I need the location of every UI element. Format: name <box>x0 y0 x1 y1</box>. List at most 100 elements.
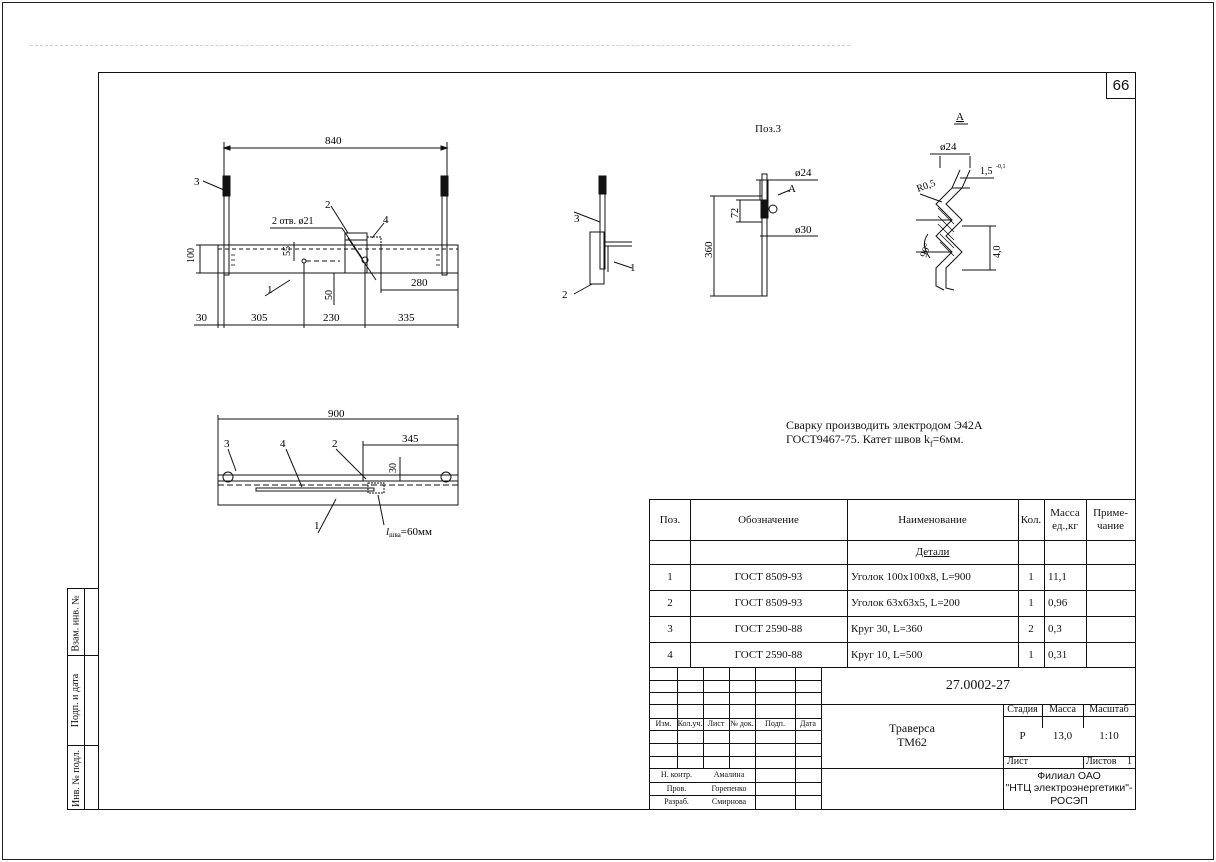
hdr-designation: Обозначение <box>738 513 799 526</box>
weld-sub: шва <box>389 531 402 539</box>
col-podp: Подп. <box>765 719 785 729</box>
note-line-1: Сварку производить электродом Э42А <box>786 418 983 432</box>
row-name: Уголок 63х63х5, L=200 <box>851 596 960 609</box>
front-pos-4: 4 <box>383 214 389 226</box>
detail-a-d24: ø24 <box>940 141 957 153</box>
pos3-d24: ø24 <box>795 167 812 179</box>
note-line-2: ГОСТ9467-75. Катет швов kf=6мм. <box>786 431 964 449</box>
org-line3: РОСЭП <box>1050 794 1088 807</box>
sheet-label: Лист <box>1007 756 1028 768</box>
pos3-title: Поз.3 <box>755 123 782 135</box>
detail-a: А ø24 1,5 -0,1 R0,5 90° 4,0 <box>915 111 1006 291</box>
side-stamp: Взам. инв. № Подп. и дата Инв. № подл. <box>67 588 99 810</box>
row-name: Круг 10, L=500 <box>851 648 923 661</box>
scale-label: Масштаб <box>1089 704 1129 716</box>
dim-50: 50 <box>324 290 335 300</box>
plan-pos-3: 3 <box>224 438 230 450</box>
scan-noise-line <box>30 45 850 46</box>
side-pos-3: 3 <box>574 213 580 225</box>
front-pos-1: 1 <box>267 284 273 296</box>
stamp-podp-data: Подп. и дата <box>70 673 82 727</box>
rod-right <box>441 184 448 276</box>
hole-mark <box>301 258 307 264</box>
col-list: Лист <box>707 719 725 729</box>
spec-table: Поз. Обозначение Наименование Кол. Масса… <box>649 499 1135 668</box>
row-pos: 4 <box>667 648 673 661</box>
doc-title-line1: Траверса <box>889 721 935 736</box>
hdr-qty: Кол. <box>1020 513 1042 526</box>
hdr-mass: Масса ед.,кг <box>1050 507 1080 532</box>
row-mass: 0,96 <box>1048 596 1068 609</box>
detail-a-tol: -0,1 <box>996 164 1006 170</box>
plan-flange <box>217 474 459 506</box>
sheet-number-box: 66 <box>1106 72 1135 99</box>
detail-a-pitch: 4,0 <box>992 246 1003 259</box>
plan-pos-4: 4 <box>280 438 286 450</box>
front-pos-3: 3 <box>194 176 200 188</box>
col-izm: Изм. <box>655 719 672 729</box>
detail-a-depth: 1,5 <box>980 166 993 177</box>
plan-pos-1: 1 <box>314 520 320 532</box>
stage-label: Стадия <box>1007 704 1038 716</box>
sheet-number: 66 <box>1112 76 1130 94</box>
name-prov: Горепенко <box>711 783 747 793</box>
side-view: 1 2 3 <box>562 175 636 301</box>
col-doc: № док. <box>730 719 754 729</box>
stamp-inv-vzam: Взам. инв. № <box>70 594 82 652</box>
name-razrab: Смирнова <box>711 796 747 806</box>
side-pos-1: 1 <box>630 262 636 274</box>
pos3-thread: 72 <box>730 208 741 218</box>
row-mass: 11,1 <box>1048 570 1067 583</box>
rod-left <box>223 184 230 276</box>
detail-a-title: А <box>956 111 964 123</box>
row-pos: 3 <box>667 622 673 635</box>
dim-335: 335 <box>398 312 415 324</box>
side-pos-2: 2 <box>562 289 568 301</box>
dim-280: 280 <box>411 277 428 289</box>
dim-230: 230 <box>323 312 340 324</box>
weld-l: l <box>386 526 389 538</box>
pos3-view: ø24 ø30 А 360 72 <box>703 167 818 297</box>
angle-bar <box>217 244 459 274</box>
row-name: Круг 30, L=360 <box>851 622 923 635</box>
pos3-d30: ø30 <box>795 224 812 236</box>
row-qty: 1 <box>1028 570 1034 583</box>
row-qty: 1 <box>1028 596 1034 609</box>
weld-value: =60мм <box>401 526 432 538</box>
col-kol-uch: Кол.уч. <box>677 719 703 729</box>
row-qty: 2 <box>1028 622 1034 635</box>
thread-profile <box>945 169 971 291</box>
pos3-len: 360 <box>703 241 715 258</box>
plan-dim-900: 900 <box>328 408 345 420</box>
row-pos: 1 <box>667 570 673 583</box>
mass-label: Масса <box>1049 704 1076 716</box>
row-designation: ГОСТ 2590-88 <box>734 622 803 635</box>
dim-100: 100 <box>186 248 197 263</box>
plan-pos4 <box>255 487 375 492</box>
sheets-value: 1 <box>1127 756 1132 768</box>
row-designation: ГОСТ 8509-93 <box>734 570 803 583</box>
row-qty: 1 <box>1028 648 1034 661</box>
row-designation: ГОСТ 8509-93 <box>734 596 803 609</box>
welding-note: Сварку производить электродом Э42А ГОСТ9… <box>786 418 983 449</box>
doc-code: 27.0002-27 <box>945 677 1011 693</box>
org-line1: Филиал ОАО <box>1037 770 1101 783</box>
stamp-inv-podl: Инв. № подл. <box>70 749 82 807</box>
mass-value: 13,0 <box>1052 729 1073 742</box>
name-nkontr: Амалина <box>713 770 745 780</box>
stage-value: Р <box>1019 729 1026 742</box>
row-name: Уголок 100х100х8, L=900 <box>851 570 971 583</box>
role-nkontr: Н. контр. <box>660 770 693 780</box>
row-mass: 0,31 <box>1048 648 1068 661</box>
role-prov: Пров. <box>666 783 687 793</box>
organization: Филиал ОАО "НТЦ электроэнергетики"- РОСЭ… <box>1003 768 1135 809</box>
plan-dim-345: 345 <box>402 433 419 445</box>
title-block: 27.0002-27 Изм. Кол.уч. Лист № док. Подп… <box>649 667 1135 809</box>
detail-a-radius: R0,5 <box>915 178 937 195</box>
detail-a-angle: 90° <box>918 242 933 259</box>
col-data: Дата <box>800 719 816 729</box>
drawing-frame <box>98 72 1136 810</box>
